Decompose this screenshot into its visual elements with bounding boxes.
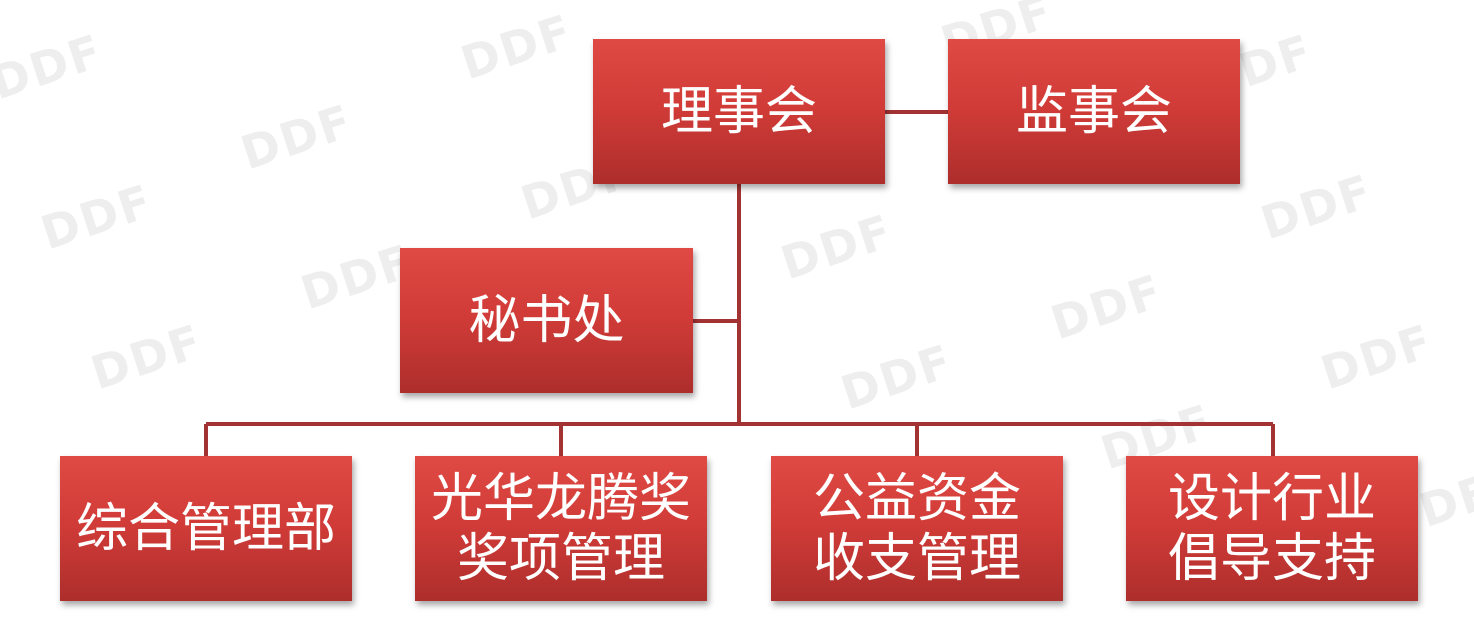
node-industry-support: 设计行业 倡导支持 xyxy=(1126,456,1418,601)
node-award-management-label: 光华龙腾奖 奖项管理 xyxy=(430,468,691,589)
node-industry-support-label: 设计行业 倡导支持 xyxy=(1167,468,1376,589)
node-award-management: 光华龙腾奖 奖项管理 xyxy=(415,456,707,601)
node-fund-management-label: 公益资金 收支管理 xyxy=(812,468,1021,589)
node-general-management-label: 综合管理部 xyxy=(75,498,336,559)
node-fund-management: 公益资金 收支管理 xyxy=(771,456,1063,601)
node-supervisors: 监事会 xyxy=(948,39,1240,184)
node-secretariat-label: 秘书处 xyxy=(468,290,625,351)
node-general-management: 综合管理部 xyxy=(60,456,352,601)
node-board-label: 理事会 xyxy=(660,81,817,142)
node-board: 理事会 xyxy=(593,39,885,184)
node-secretariat: 秘书处 xyxy=(400,248,693,393)
node-supervisors-label: 监事会 xyxy=(1015,81,1172,142)
